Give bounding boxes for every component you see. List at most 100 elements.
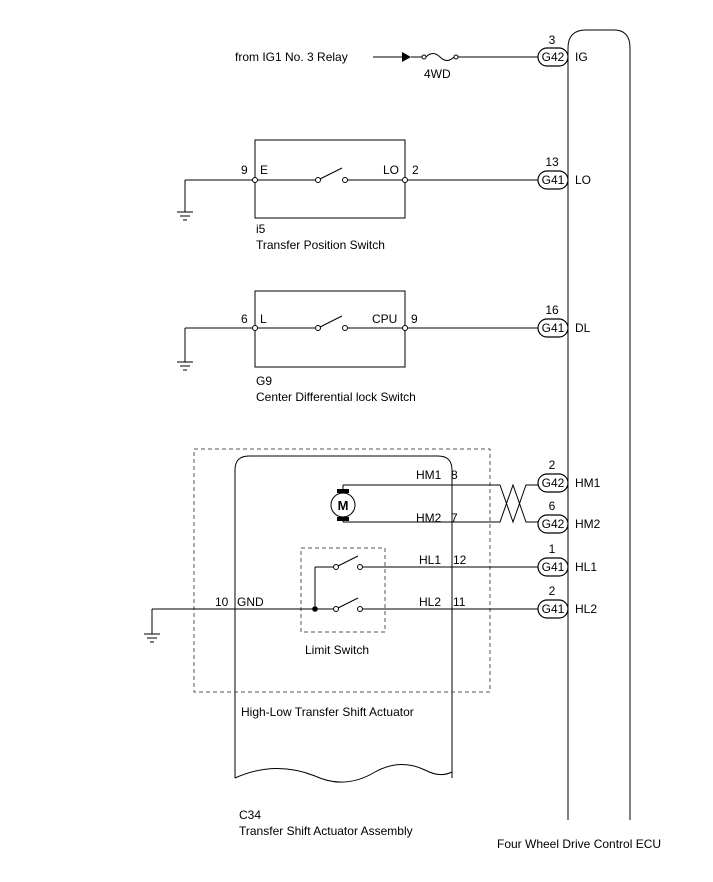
pin-number: 6: [549, 499, 556, 513]
switch-blade: [319, 315, 343, 328]
connector-code: G41: [542, 602, 565, 616]
contact: [357, 606, 363, 612]
contact: [342, 325, 348, 331]
left-label: E: [260, 163, 268, 177]
pin-number: 13: [545, 155, 559, 169]
connector-code: G42: [542, 517, 565, 531]
ig-supply-circuit: from IG1 No. 3 Relay 4WD: [235, 50, 538, 81]
contact: [357, 564, 363, 570]
switch-blade: [337, 597, 359, 609]
connector-code: G42: [542, 476, 565, 490]
fuse-terminal-right: [453, 54, 459, 60]
connector-code: G42: [542, 50, 565, 64]
ecu-name: Four Wheel Drive Control ECU: [497, 837, 661, 851]
terminal: [252, 325, 258, 331]
terminal: [402, 325, 408, 331]
switch-blade: [319, 167, 343, 180]
gnd-pin: 10: [215, 595, 229, 609]
right-label: LO: [383, 163, 399, 177]
hm1-pin: 8: [451, 468, 458, 482]
twisted-pair-hm2: [490, 483, 538, 523]
assembly-break-line: [234, 764, 453, 783]
ecu-block: Four Wheel Drive Control ECU: [497, 29, 661, 851]
switch-code: G9: [256, 374, 272, 388]
ecu-pin-hl2: 2 G41 HL2: [537, 584, 597, 619]
twisted-pair-hm1: [490, 484, 538, 524]
ecu-pin-hm1: 2 G42 HM1: [537, 458, 601, 493]
ground-icon: [177, 211, 193, 221]
gnd-label: GND: [237, 595, 264, 609]
fuse-terminal-left: [421, 54, 427, 60]
junction-dot: [312, 606, 318, 612]
assembly-outline: [234, 455, 453, 778]
right-label: CPU: [372, 312, 397, 326]
contact: [315, 325, 321, 331]
connector-code: G41: [542, 560, 565, 574]
hm2-pin: 7: [451, 511, 458, 525]
switch-name: Center Differential lock Switch: [256, 390, 416, 404]
assembly-code: C34: [239, 808, 261, 822]
ecu-pin-hl1: 1 G41 HL1: [537, 542, 597, 577]
left-pin: 6: [241, 312, 248, 326]
connector-oval: [537, 47, 569, 67]
hl2-pin: 11: [453, 595, 466, 609]
left-label: L: [260, 312, 267, 326]
hm2-label: HM2: [416, 511, 442, 525]
hl1-pin: 12: [453, 553, 467, 567]
source-label: from IG1 No. 3 Relay: [235, 50, 348, 64]
ground-icon: [144, 633, 160, 643]
signal-label: HM1: [575, 476, 601, 490]
pin-number: 16: [545, 303, 559, 317]
hl1-label: HL1: [419, 553, 441, 567]
fuse-icon: [425, 53, 455, 61]
ecu-pin-dl: 16 G41 DL: [537, 303, 591, 338]
motor-symbol: M: [338, 498, 349, 513]
motor-icon: M: [330, 485, 356, 522]
contact: [333, 606, 339, 612]
transfer-shift-actuator-assembly: C34 Transfer Shift Actuator Assembly: [234, 455, 453, 838]
pin-number: 2: [549, 458, 556, 472]
pin-number: 3: [549, 33, 556, 47]
right-pin: 9: [411, 312, 418, 326]
high-low-shift-actuator: High-Low Transfer Shift Actuator M HM1 8…: [144, 448, 538, 719]
switch-name: Transfer Position Switch: [256, 238, 385, 252]
actuator-boundary: [193, 448, 491, 693]
switch-box: [254, 139, 406, 219]
signal-label: IG: [575, 50, 588, 64]
pin-number: 1: [549, 542, 556, 556]
fuse-label: 4WD: [424, 67, 451, 81]
connector-code: G41: [542, 173, 565, 187]
limit-switch-boundary: [300, 547, 386, 633]
connector-code: G41: [542, 321, 565, 335]
center-diff-lock-switch: 6 L CPU 9 G9 Center Differential lock Sw…: [177, 290, 538, 404]
limit-switch-label: Limit Switch: [305, 643, 369, 657]
contact: [333, 564, 339, 570]
arrow-icon: [402, 52, 411, 62]
actuator-name: High-Low Transfer Shift Actuator: [241, 705, 414, 719]
assembly-name: Transfer Shift Actuator Assembly: [239, 824, 413, 838]
ecu-pin-hm2: 6 G42 HM2: [537, 499, 601, 534]
ecu-outline: [567, 29, 631, 820]
left-pin: 9: [241, 163, 248, 177]
signal-label: LO: [575, 173, 591, 187]
connector-oval: [537, 473, 569, 493]
signal-label: HL2: [575, 602, 597, 616]
right-pin: 2: [412, 163, 419, 177]
pin-number: 2: [549, 584, 556, 598]
signal-label: DL: [575, 321, 591, 335]
contact: [315, 177, 321, 183]
connector-oval: [537, 514, 569, 534]
terminal: [252, 177, 258, 183]
ecu-pin-ig: 3 G42 IG: [537, 33, 588, 67]
switch-code: i5: [256, 222, 266, 236]
switch-box: [254, 290, 406, 368]
switch-blade: [337, 555, 359, 567]
transfer-position-switch: 9 E LO 2 i5 Transfer Position Switch: [177, 139, 538, 252]
hl2-label: HL2: [419, 595, 441, 609]
signal-label: HM2: [575, 517, 601, 531]
signal-label: HL1: [575, 560, 597, 574]
hm1-label: HM1: [416, 468, 442, 482]
contact: [342, 177, 348, 183]
ecu-pin-lo: 13 G41 LO: [537, 155, 591, 190]
